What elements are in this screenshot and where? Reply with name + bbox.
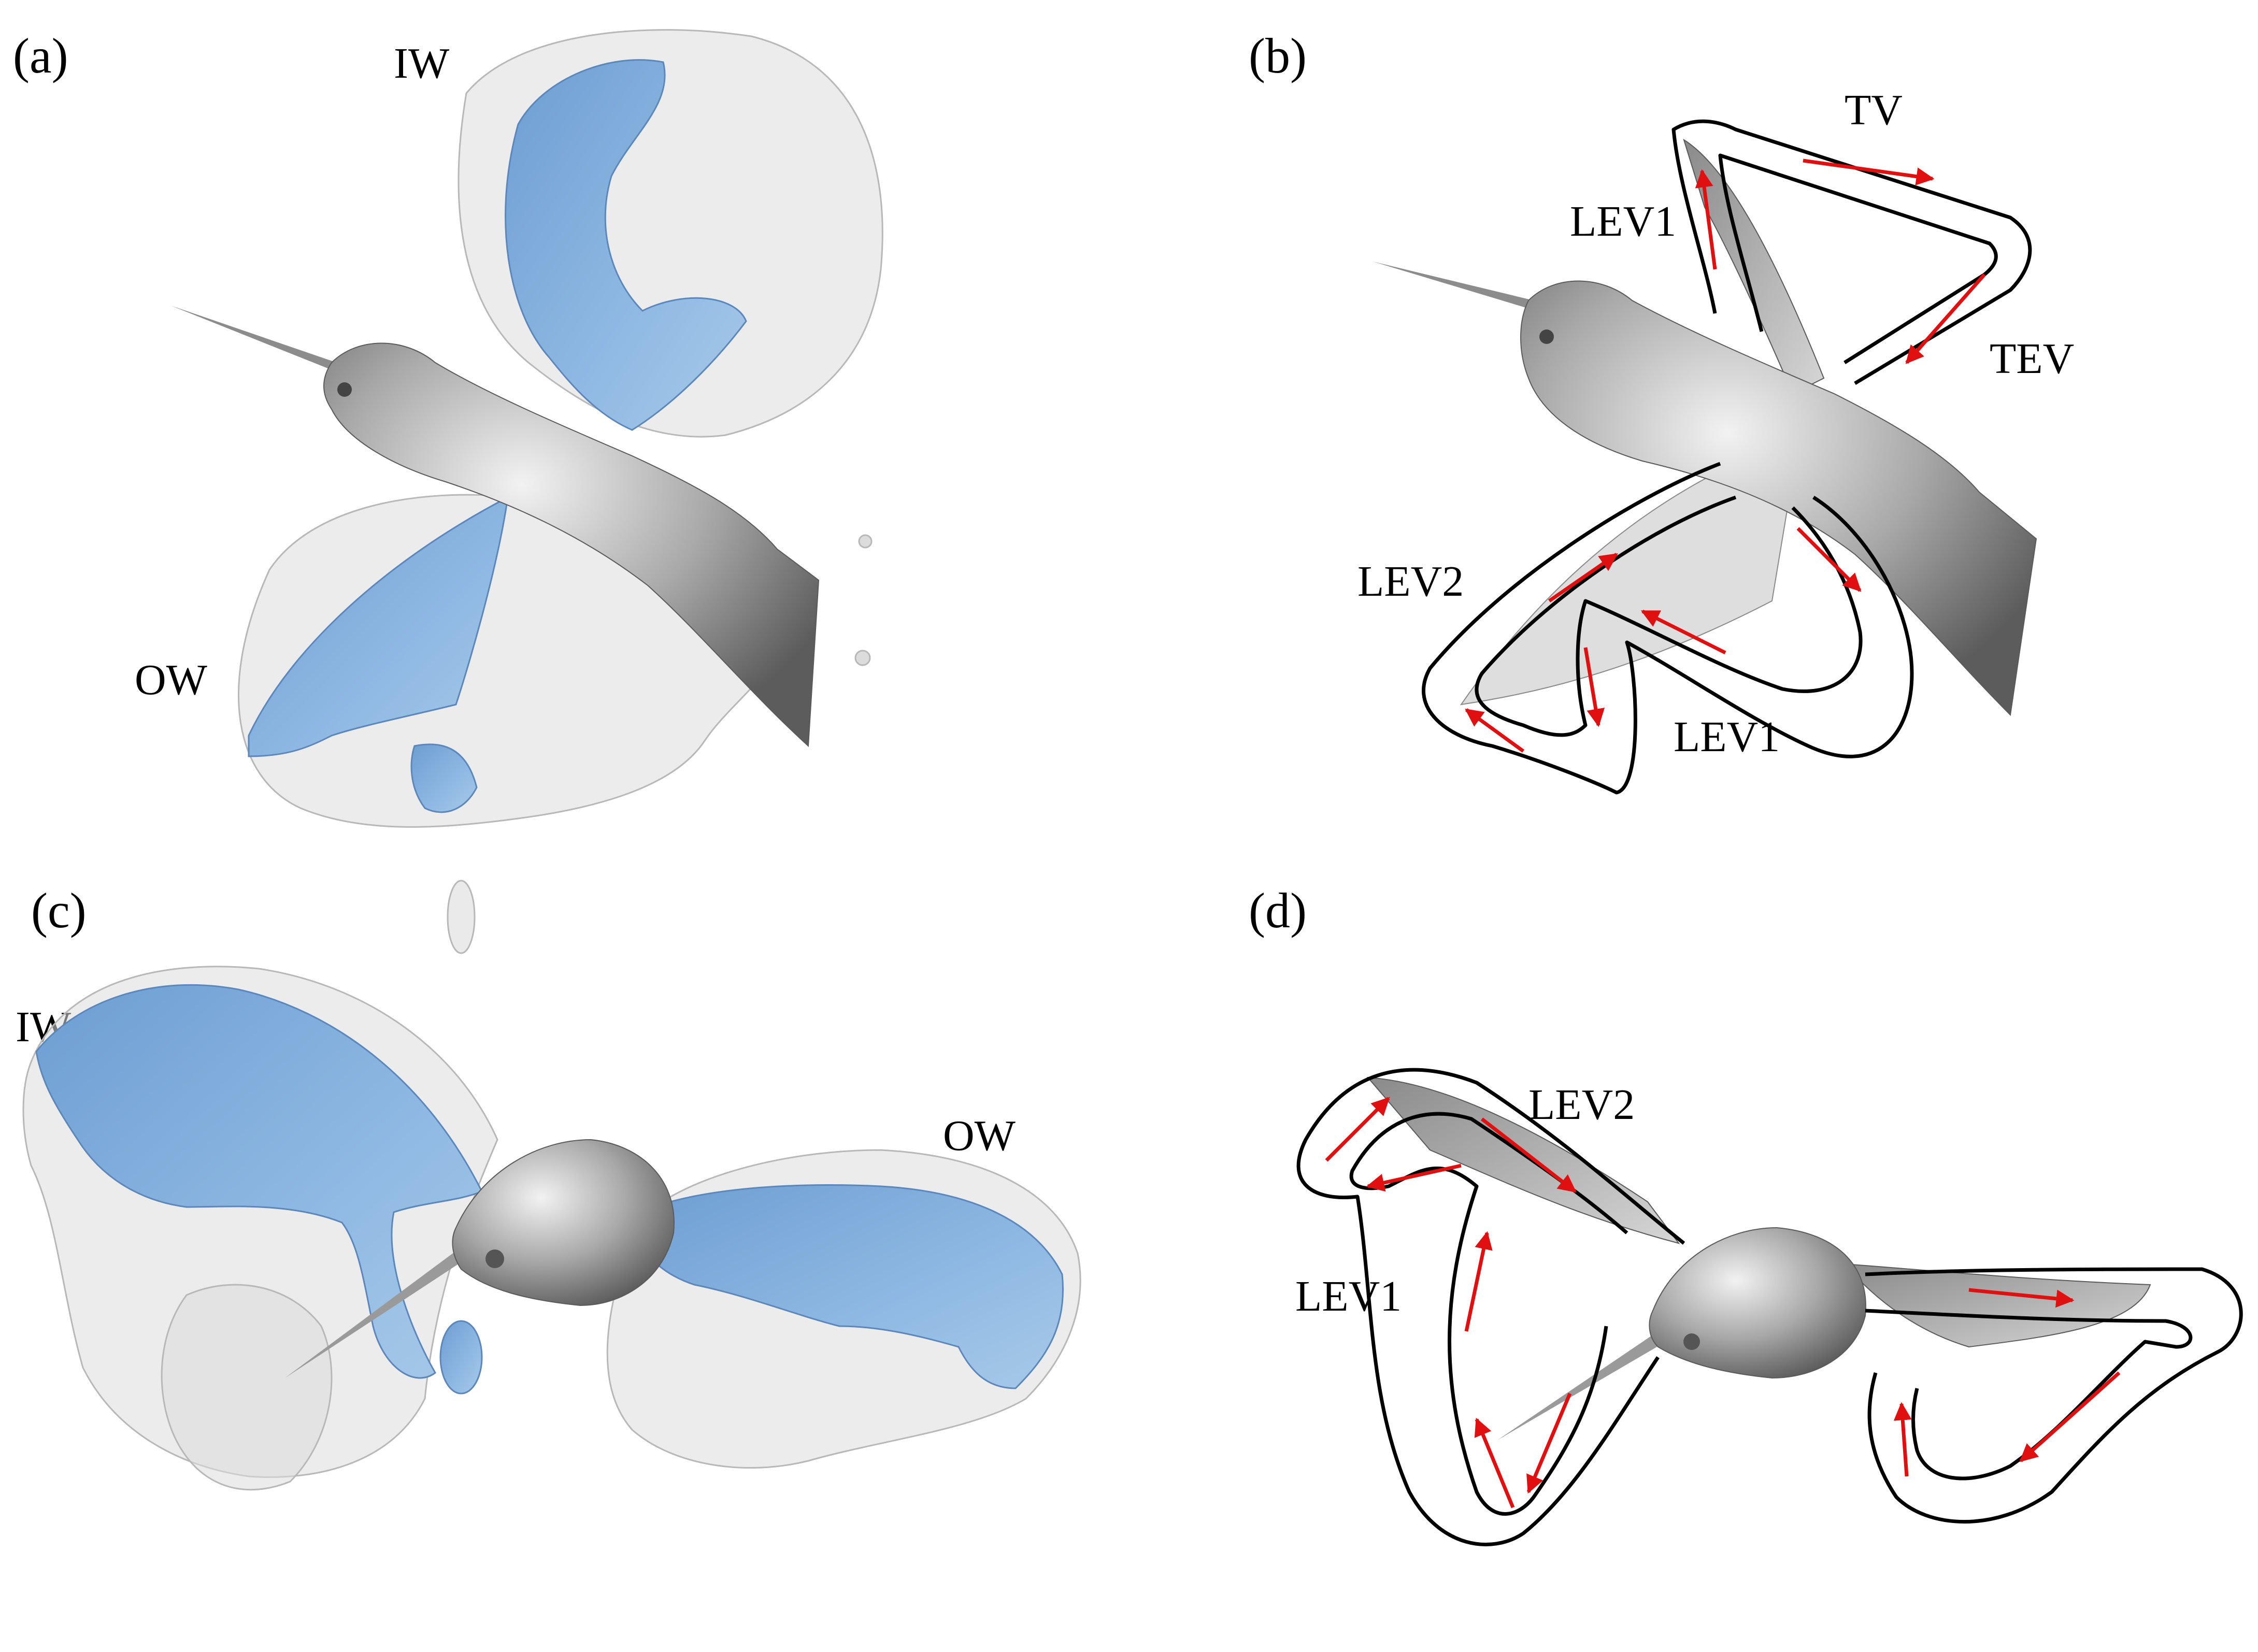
vortex-loop-upper-inner xyxy=(1718,153,1998,364)
hummingbird-beak xyxy=(171,306,339,373)
vortex-loop-left-inner xyxy=(1349,1112,1628,1516)
panel-b-tev-label: TEV xyxy=(1990,335,2074,383)
panel-a-iw-label: IW xyxy=(394,39,450,88)
vortex-fragment xyxy=(447,880,476,954)
vortex-loop-upper-outer xyxy=(1671,119,2032,385)
vortex-core-ow xyxy=(248,496,509,757)
vortex-loop-right-outer xyxy=(1865,1267,2243,1524)
panel-d: (d) LEV2 LEV1 xyxy=(1249,883,2243,1546)
panel-b-tv-label: TV xyxy=(1845,86,1903,134)
hummingbird-eye xyxy=(485,1249,504,1268)
hummingbird-beak xyxy=(1497,1331,1666,1440)
circulation-arrow xyxy=(1465,708,1525,753)
right-wing xyxy=(1843,1263,2151,1348)
hummingbird-eye xyxy=(1683,1333,1700,1350)
hummingbird-beak xyxy=(1373,262,1536,311)
circulation-arrow xyxy=(1893,1402,1912,1477)
panel-c-ow-label: OW xyxy=(943,1112,1016,1160)
circulation-arrow xyxy=(1968,1288,2075,1308)
vortex-core-ow xyxy=(631,1184,1064,1389)
vortex-core-ow-lower xyxy=(410,743,478,813)
panel-a-label: (a) xyxy=(13,28,68,83)
circulation-arrow xyxy=(1796,527,1862,592)
circulation-arrow xyxy=(1464,1231,1493,1332)
panel-b-label: (b) xyxy=(1249,28,1307,83)
hummingbird-body xyxy=(1649,1227,1866,1379)
vortex-loop-right-inner xyxy=(1865,1309,2193,1481)
circulation-arrow xyxy=(2019,1371,2121,1462)
panel-b-lev2-label: LEV2 xyxy=(1357,557,1464,606)
circulation-arrow xyxy=(1583,647,1605,727)
circulation-arrow xyxy=(1905,273,1986,364)
hummingbird-eye xyxy=(337,382,352,397)
circulation-arrow xyxy=(1474,1417,1515,1509)
circulation-arrow xyxy=(1640,609,1726,655)
vortex-fragment xyxy=(439,1320,483,1395)
panel-b-lev1-upper-label: LEV1 xyxy=(1570,197,1676,246)
vortex-fragment xyxy=(858,534,873,549)
panel-b-lev1-lower-label: LEV1 xyxy=(1674,713,1780,761)
panel-b: (b) TV LEV1 TEV LEV2 LEV1 xyxy=(1249,28,2074,795)
vortex-loop-lower-inner xyxy=(1475,495,1863,737)
lower-wing xyxy=(1460,455,1789,706)
hummingbird-body xyxy=(1520,280,2037,716)
hummingbird-body xyxy=(452,1139,675,1306)
hummingbird-body xyxy=(323,342,820,748)
vortex-fragment xyxy=(854,650,871,666)
circulation-arrow xyxy=(1325,1097,1390,1162)
circulation-arrow xyxy=(1548,553,1618,602)
panel-d-lev1-label: LEV1 xyxy=(1295,1272,1402,1320)
circulation-arrow xyxy=(1366,1163,1462,1192)
panel-c-label: (c) xyxy=(31,883,87,938)
panel-a-ow-label: OW xyxy=(135,656,208,704)
left-wing xyxy=(1366,1076,1680,1244)
circulation-arrow xyxy=(1480,1117,1577,1193)
panel-d-label: (d) xyxy=(1249,883,1307,938)
circulation-arrow xyxy=(1803,159,1935,185)
vortex-fragment-lower-left xyxy=(161,1284,333,1491)
vortex-loop-left-outer xyxy=(1296,1068,1685,1546)
hummingbird-beak xyxy=(285,1243,474,1378)
panel-d-lev2-label: LEV2 xyxy=(1528,1081,1635,1129)
circulation-arrow xyxy=(1526,1392,1572,1494)
vortex-loop-lower-outer xyxy=(1422,462,1914,795)
vortex-core-iw xyxy=(35,984,483,1379)
vortex-core-iw xyxy=(505,59,747,431)
panel-a: (a) IW OW xyxy=(13,28,883,954)
hummingbird-eye xyxy=(1539,329,1554,344)
circulation-arrow xyxy=(1695,169,1717,270)
panel-c: (c) IW OW xyxy=(16,883,1081,1491)
